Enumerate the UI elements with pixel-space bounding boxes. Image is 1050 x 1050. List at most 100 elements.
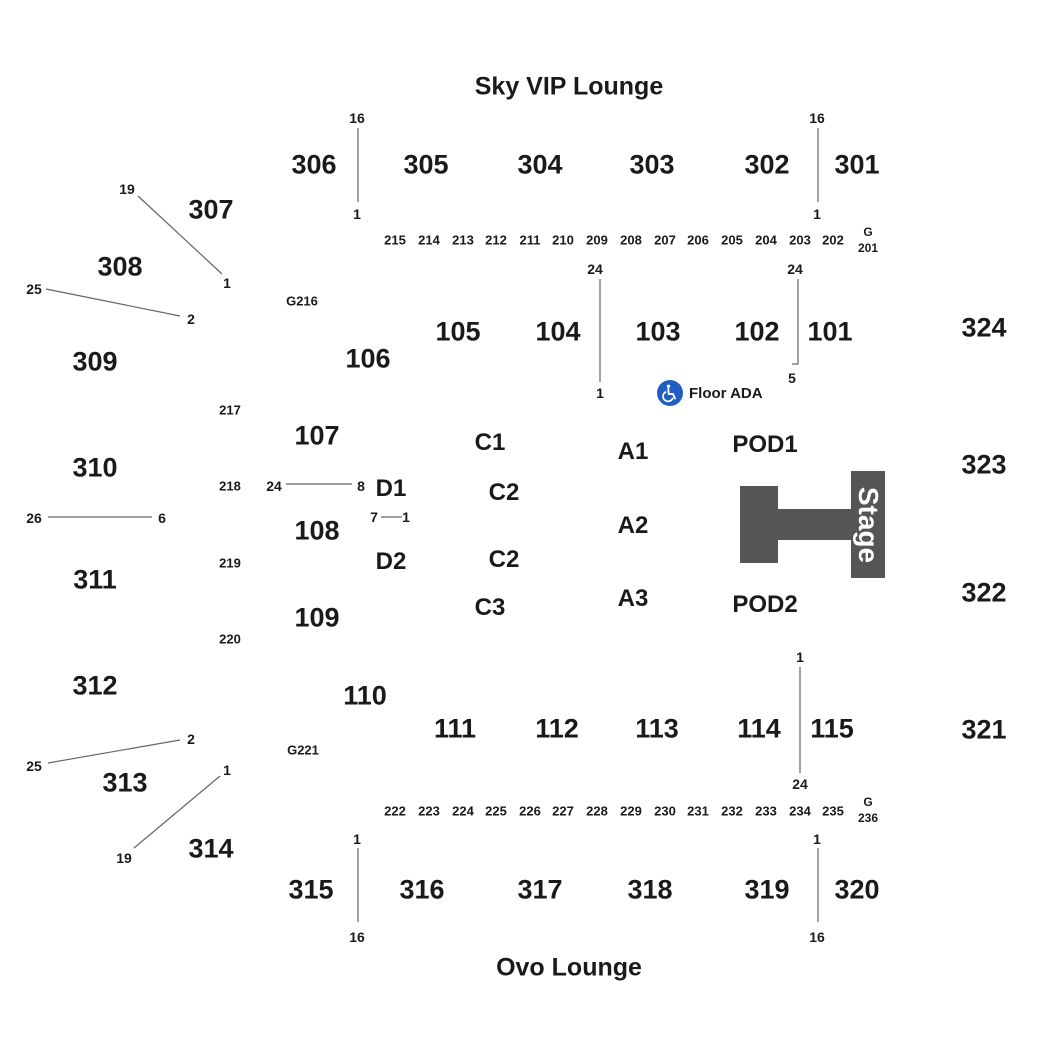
section-105[interactable]: 105 — [435, 316, 481, 347]
section-231[interactable]: 231 — [687, 803, 709, 819]
section-202[interactable]: 202 — [822, 232, 844, 248]
section-233[interactable]: 233 — [755, 803, 777, 819]
section-213[interactable]: 213 — [452, 232, 474, 248]
section-306[interactable]: 306 — [291, 149, 337, 180]
section-226[interactable]: 226 — [519, 803, 541, 819]
section-pod1[interactable]: POD1 — [732, 431, 798, 458]
section-a2[interactable]: A2 — [617, 512, 649, 539]
section-103[interactable]: 103 — [635, 316, 681, 347]
section-c1[interactable]: C1 — [474, 429, 506, 456]
section-308[interactable]: 308 — [97, 251, 143, 282]
section-301[interactable]: 301 — [834, 149, 880, 180]
section-219[interactable]: 219 — [219, 555, 241, 571]
section-222[interactable]: 222 — [384, 803, 406, 819]
g201-letter: G — [863, 224, 873, 239]
section-311[interactable]: 311 — [73, 564, 117, 595]
section-204[interactable]: 204 — [755, 232, 777, 248]
stage-shape — [740, 486, 851, 563]
section-316[interactable]: 316 — [399, 874, 445, 905]
row-marker: 1 — [353, 206, 361, 222]
section-c2-upper[interactable]: C2 — [488, 479, 520, 506]
section-102[interactable]: 102 — [734, 316, 780, 347]
section-313[interactable]: 313 — [102, 767, 148, 798]
section-321[interactable]: 321 — [961, 714, 1007, 745]
section-c3[interactable]: C3 — [474, 594, 506, 621]
section-209[interactable]: 209 — [586, 232, 608, 248]
section-a1[interactable]: A1 — [617, 438, 649, 465]
g236-number: 236 — [857, 811, 879, 825]
section-217[interactable]: 217 — [219, 402, 241, 418]
section-215[interactable]: 215 — [384, 232, 406, 248]
section-309[interactable]: 309 — [72, 346, 118, 377]
section-d2[interactable]: D2 — [375, 548, 407, 575]
section-104[interactable]: 104 — [535, 316, 581, 347]
section-230[interactable]: 230 — [654, 803, 676, 819]
section-310[interactable]: 310 — [72, 452, 118, 483]
section-303[interactable]: 303 — [629, 149, 675, 180]
section-323[interactable]: 323 — [961, 449, 1007, 480]
section-229[interactable]: 229 — [620, 803, 642, 819]
section-207[interactable]: 207 — [654, 232, 676, 248]
row-marker: 1 — [813, 831, 821, 847]
section-106[interactable]: 106 — [345, 343, 391, 374]
section-208[interactable]: 208 — [620, 232, 642, 248]
section-d1[interactable]: D1 — [375, 475, 407, 502]
section-114[interactable]: 114 — [737, 713, 781, 744]
section-c2-lower[interactable]: C2 — [488, 546, 520, 573]
section-g221[interactable]: G221 — [287, 742, 319, 758]
row-line-308 — [45, 288, 181, 317]
section-110[interactable]: 110 — [343, 680, 387, 711]
section-312[interactable]: 312 — [72, 670, 118, 701]
row-marker: 16 — [809, 110, 825, 126]
section-203[interactable]: 203 — [789, 232, 811, 248]
section-220[interactable]: 220 — [219, 631, 241, 647]
row-marker: 26 — [26, 510, 42, 526]
section-315[interactable]: 315 — [288, 874, 334, 905]
section-235[interactable]: 235 — [822, 803, 844, 819]
section-pod2[interactable]: POD2 — [732, 591, 798, 618]
section-a3[interactable]: A3 — [617, 585, 649, 612]
section-115[interactable]: 115 — [810, 713, 854, 744]
section-302[interactable]: 302 — [744, 149, 790, 180]
row-marker: 25 — [26, 281, 42, 297]
section-317[interactable]: 317 — [517, 874, 563, 905]
section-232[interactable]: 232 — [721, 803, 743, 819]
section-211[interactable]: 211 — [519, 232, 541, 248]
section-214[interactable]: 214 — [418, 232, 440, 248]
section-113[interactable]: 113 — [635, 713, 679, 744]
section-227[interactable]: 227 — [552, 803, 574, 819]
ovo-lounge[interactable]: Ovo Lounge — [496, 953, 642, 982]
section-319[interactable]: 319 — [744, 874, 790, 905]
section-318[interactable]: 318 — [627, 874, 673, 905]
section-223[interactable]: 223 — [418, 803, 440, 819]
section-307[interactable]: 307 — [188, 194, 234, 225]
section-322[interactable]: 322 — [961, 577, 1007, 608]
section-206[interactable]: 206 — [687, 232, 709, 248]
section-111[interactable]: 111 — [433, 713, 477, 744]
section-304[interactable]: 304 — [517, 149, 563, 180]
section-g236[interactable]: G 236 — [858, 794, 878, 826]
stage-label[interactable]: Stage — [851, 471, 885, 578]
section-320[interactable]: 320 — [834, 874, 880, 905]
section-218[interactable]: 218 — [219, 478, 241, 494]
section-225[interactable]: 225 — [485, 803, 507, 819]
section-108[interactable]: 108 — [294, 515, 340, 546]
section-g216[interactable]: G216 — [286, 293, 318, 309]
section-101[interactable]: 101 — [807, 316, 853, 347]
section-224[interactable]: 224 — [452, 803, 474, 819]
section-109[interactable]: 109 — [294, 602, 340, 633]
section-324[interactable]: 324 — [961, 312, 1007, 343]
section-107[interactable]: 107 — [294, 420, 340, 451]
section-234[interactable]: 234 — [789, 803, 811, 819]
section-210[interactable]: 210 — [552, 232, 574, 248]
sky-vip-lounge[interactable]: Sky VIP Lounge — [474, 72, 664, 101]
stage-left-bar — [740, 486, 778, 563]
section-205[interactable]: 205 — [721, 232, 743, 248]
section-305[interactable]: 305 — [403, 149, 449, 180]
section-228[interactable]: 228 — [586, 803, 608, 819]
section-112[interactable]: 112 — [535, 713, 579, 744]
section-g201[interactable]: G 201 — [858, 224, 878, 256]
section-212[interactable]: 212 — [485, 232, 507, 248]
section-314[interactable]: 314 — [188, 833, 234, 864]
floor-ada[interactable]: Floor ADA — [657, 380, 763, 406]
